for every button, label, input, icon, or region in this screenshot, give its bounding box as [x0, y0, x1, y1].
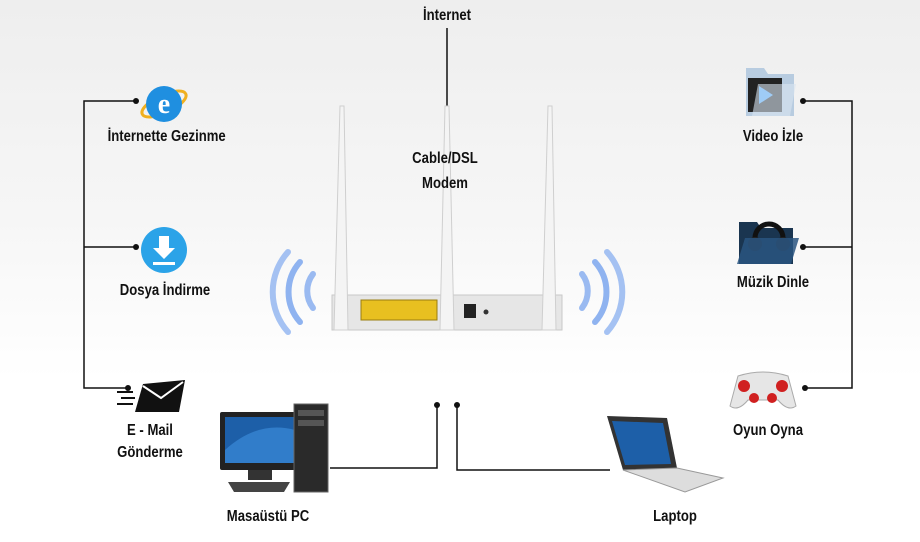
right-bus-line — [803, 100, 853, 389]
email-label-line1: E - Mail — [127, 422, 173, 439]
music-folder-icon — [737, 221, 799, 264]
laptop-line — [456, 405, 610, 471]
desktop-pc-icon — [220, 403, 329, 493]
modem-label-line1: Cable/DSL — [412, 150, 478, 167]
browsing-label: İnternette Gezinme — [107, 128, 226, 145]
router-icon — [269, 105, 626, 335]
internet-explorer-icon: e — [140, 86, 188, 122]
laptop-label: Laptop — [653, 508, 697, 525]
pc-line — [330, 405, 438, 469]
game-label: Oyun Oyna — [732, 422, 803, 439]
email-icon — [117, 380, 185, 412]
modem-label-line2: Modem — [422, 175, 468, 192]
desktop-pc-label: Masaüstü PC — [226, 508, 310, 525]
download-icon — [141, 227, 187, 273]
video-label: Video İzle — [742, 128, 804, 145]
gamepad-icon — [729, 371, 797, 409]
laptop-icon — [607, 416, 725, 493]
video-folder-icon — [746, 68, 796, 116]
internet-label: İnternet — [422, 7, 472, 24]
email-label-line2: Gönderme — [117, 444, 183, 461]
download-label: Dosya İndirme — [119, 282, 211, 299]
music-label: Müzik Dinle — [736, 274, 810, 291]
svg-text:e: e — [158, 89, 170, 120]
left-bus-line — [83, 100, 136, 389]
